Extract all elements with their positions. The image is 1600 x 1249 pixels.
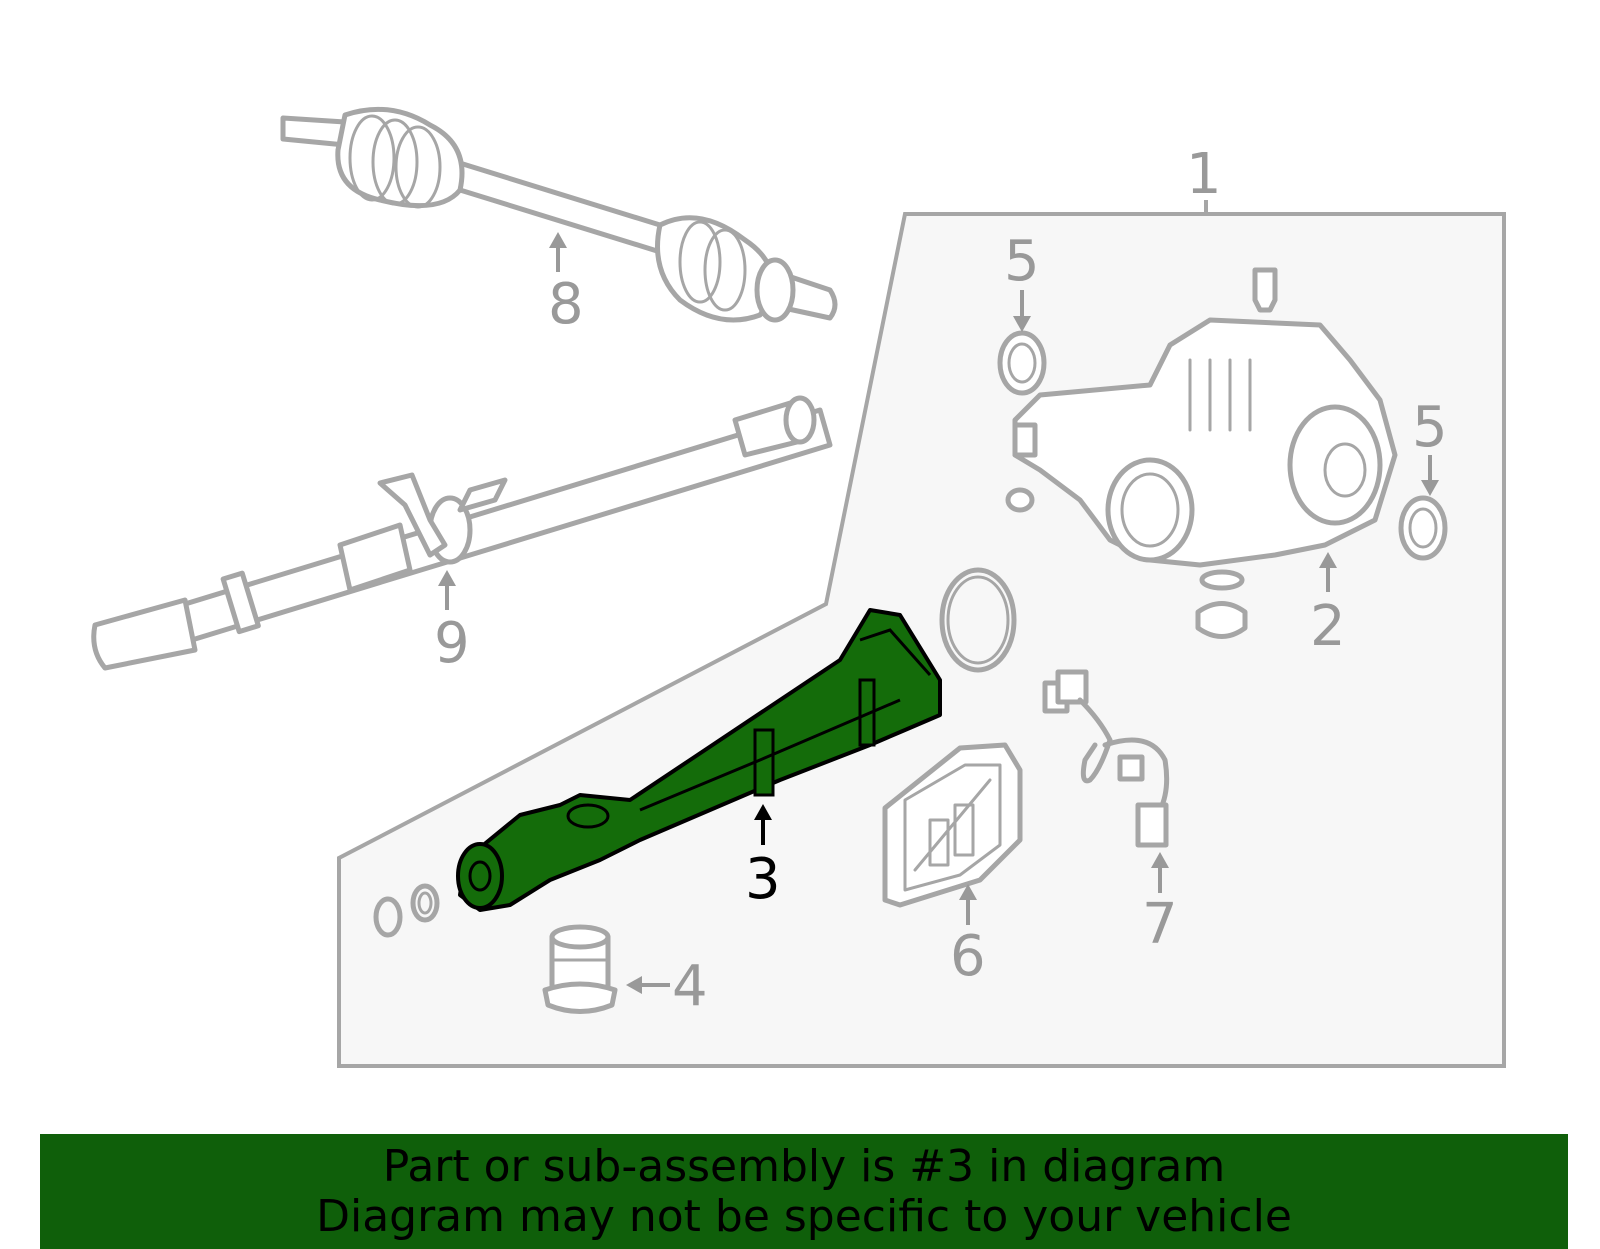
callout-9: 9 <box>434 611 470 676</box>
info-banner: Part or sub-assembly is #3 in diagram Di… <box>40 1134 1568 1249</box>
small-seals[interactable] <box>373 883 440 938</box>
banner-line-2: Diagram may not be specific to your vehi… <box>316 1191 1292 1242</box>
highlighted-housing-part-3[interactable] <box>456 608 942 912</box>
o-ring[interactable] <box>939 567 1017 673</box>
callout-1: 1 <box>1186 142 1222 207</box>
callout-5-right: 5 <box>1412 395 1448 460</box>
callout-3: 3 <box>745 847 781 912</box>
seal-part-5-left[interactable] <box>997 330 1047 396</box>
callout-4: 4 <box>672 954 708 1019</box>
differential-part-2[interactable] <box>1005 267 1398 639</box>
banner-line-1: Part or sub-assembly is #3 in diagram <box>382 1141 1226 1192</box>
wiring-harness-part-7[interactable] <box>1042 669 1170 848</box>
seal-part-5-right[interactable] <box>1398 495 1448 561</box>
callout-2: 2 <box>1310 594 1346 659</box>
bushing-part-4[interactable] <box>542 924 618 1014</box>
leader-arrows <box>438 232 1439 994</box>
callout-5-left: 5 <box>1004 229 1040 294</box>
control-module-part-6[interactable] <box>882 742 1023 908</box>
callout-7: 7 <box>1142 892 1178 957</box>
propeller-shaft-part-9[interactable] <box>91 395 833 671</box>
callout-6: 6 <box>950 924 986 989</box>
axle-shaft-part-8[interactable] <box>280 106 838 323</box>
callout-8: 8 <box>548 272 584 337</box>
